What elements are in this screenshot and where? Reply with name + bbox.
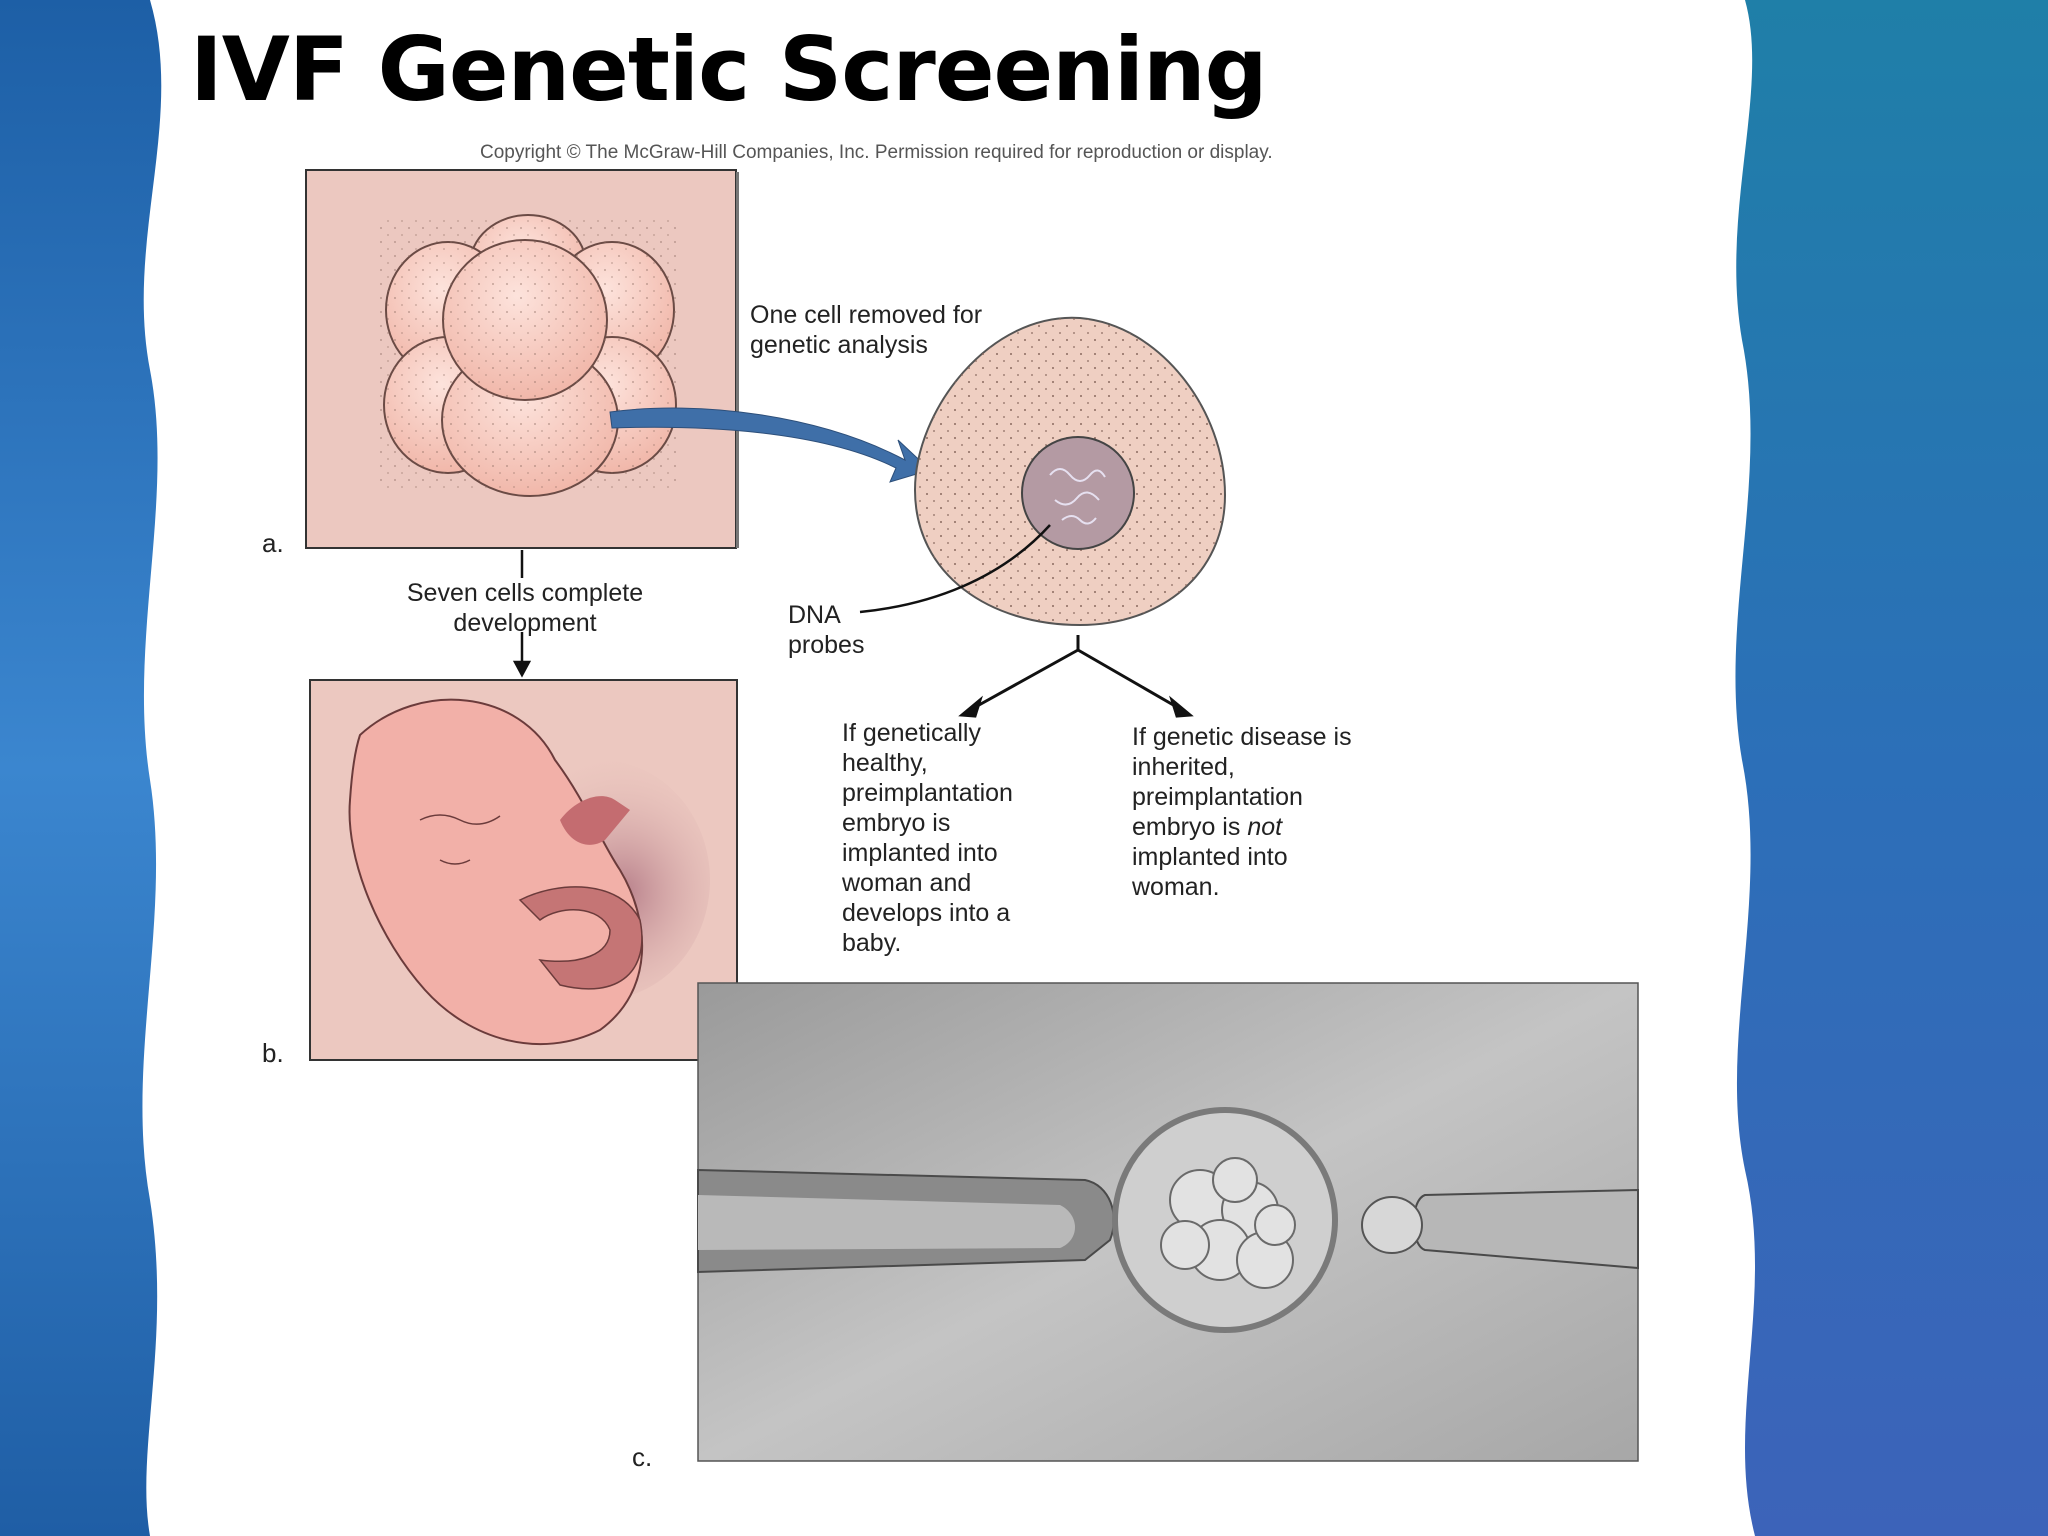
copyright-notice: Copyright © The McGraw-Hill Companies, I… (480, 142, 1273, 163)
panel-a-embryo-box (305, 169, 739, 549)
healthy-outcome-text: If genetically healthy, preimplantation … (842, 719, 1013, 957)
panel-a-letter: a. (262, 528, 284, 558)
seven-cells-label: Seven cells complete development (406, 579, 644, 637)
panel-c-letter: c. (632, 1442, 653, 1472)
removal-arrow (609, 407, 931, 483)
disease-outcome-text: If genetic disease is inherited, preimpl… (1132, 722, 1352, 902)
dna-probe-pointer (859, 524, 1051, 614)
slide-title: IVF Genetic Screening (190, 18, 1268, 121)
dna-probes-label: DNA probes (788, 601, 865, 659)
panel-b-fetus-box (309, 679, 738, 1061)
removed-cell (913, 316, 1227, 627)
panel-b-letter: b. (262, 1038, 284, 1068)
disease-outcome-post: implanted into woman. (1132, 843, 1288, 901)
disease-outcome-emphasis: not (1247, 813, 1283, 841)
panel-c-photo (697, 982, 1639, 1462)
disease-outcome-pre: If genetic disease is inherited, preimpl… (1132, 723, 1352, 841)
outcome-branch-arrows (958, 635, 1194, 718)
development-arrow (512, 550, 532, 678)
cell-removed-label: One cell removed for genetic analysis (750, 301, 983, 359)
